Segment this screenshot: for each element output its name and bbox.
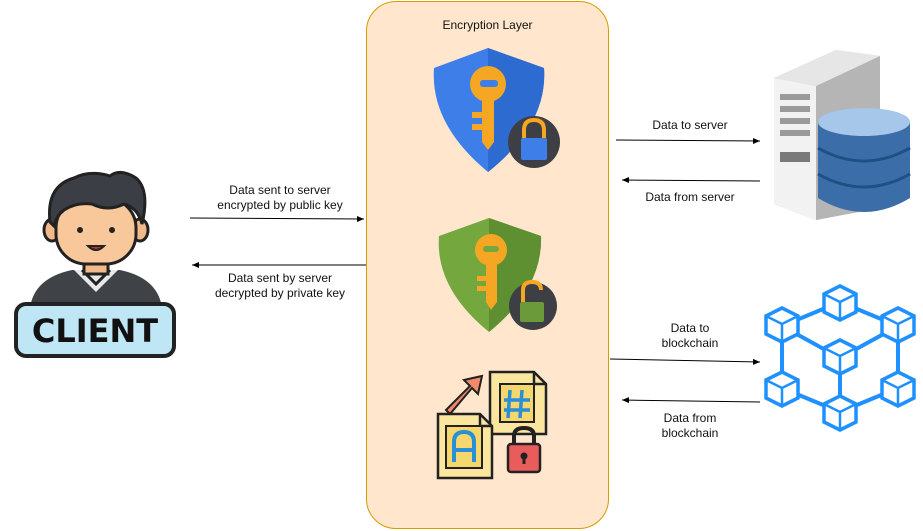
green-shield-key-unlock-icon (438, 218, 557, 332)
file-encryption-icon (436, 370, 548, 480)
client-avatar-icon: CLIENT (14, 171, 176, 358)
edge-client-to-layer (189, 215, 365, 222)
encryption-layer-title: Encryption Layer (442, 18, 533, 32)
label-to-server: Data to server (652, 118, 728, 132)
client-label: CLIENT (32, 312, 158, 350)
edge-from-blockchain (621, 397, 761, 404)
label-from-server: Data from server (645, 190, 735, 204)
blue-shield-key-lock-icon (433, 48, 560, 172)
edge-from-server (621, 177, 761, 184)
edge-to-blockchain (609, 358, 761, 365)
server-database-icon (774, 50, 911, 220)
blockchain-icon (764, 284, 916, 432)
edge-to-server (615, 137, 761, 144)
